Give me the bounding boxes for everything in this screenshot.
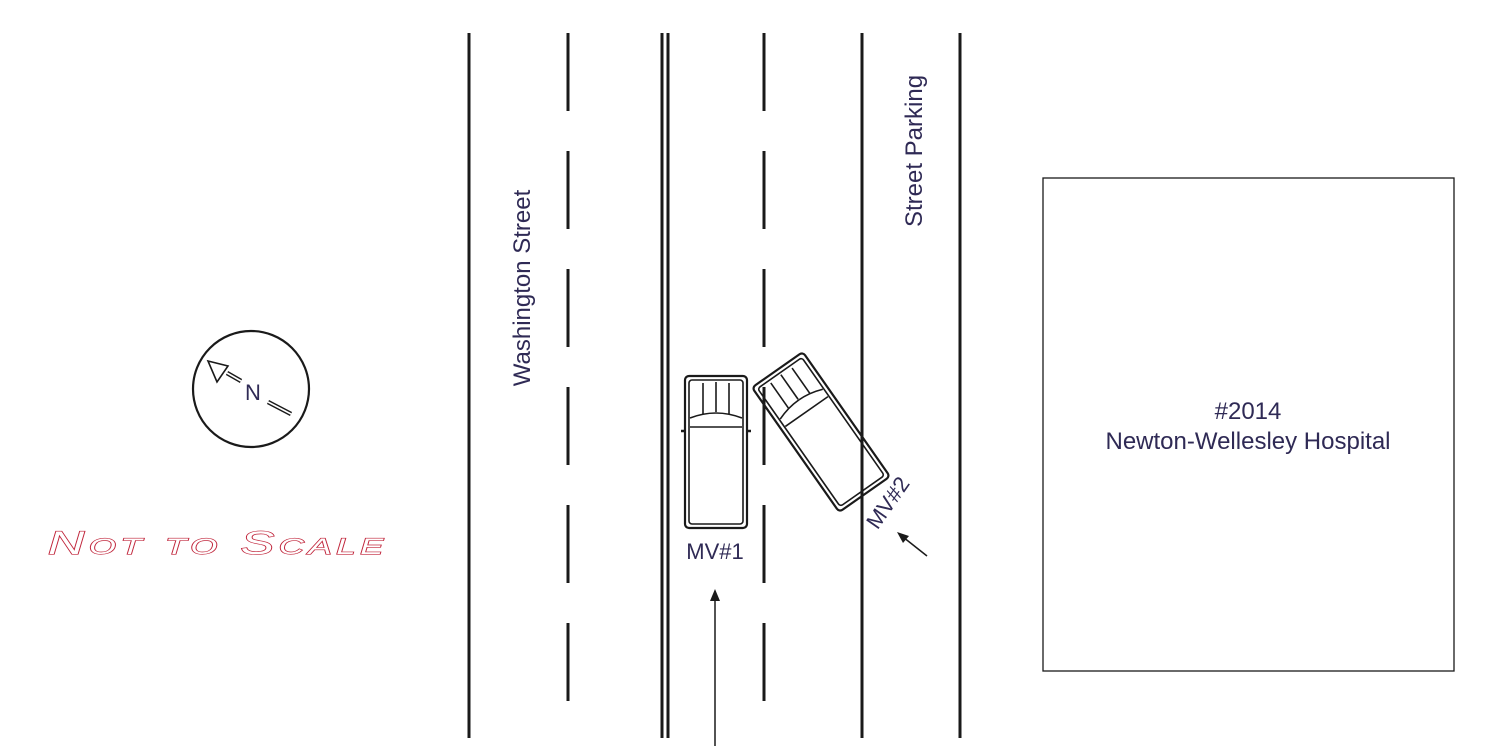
road: [467, 33, 962, 738]
north-arrow-icon: [191, 329, 311, 449]
street-parking-label: Street Parking: [901, 75, 928, 227]
hospital-building: [1042, 177, 1455, 672]
not-to-scale-note: Not to Scale: [48, 525, 388, 561]
mv2-direction-arrow: [897, 532, 928, 557]
street-name-label: Washington Street: [509, 189, 536, 386]
building-number: #2014: [1215, 398, 1282, 425]
mv1-direction-arrow: [710, 589, 720, 746]
vehicle-mv1: [681, 374, 751, 530]
vehicle-mv2: [752, 352, 890, 512]
vehicle-mv1-label: MV#1: [686, 539, 743, 564]
compass-north-letter: N: [245, 380, 261, 405]
vehicle-mv2-label: MV#2: [861, 472, 914, 533]
building-name: Newton-Wellesley Hospital: [1106, 428, 1391, 455]
